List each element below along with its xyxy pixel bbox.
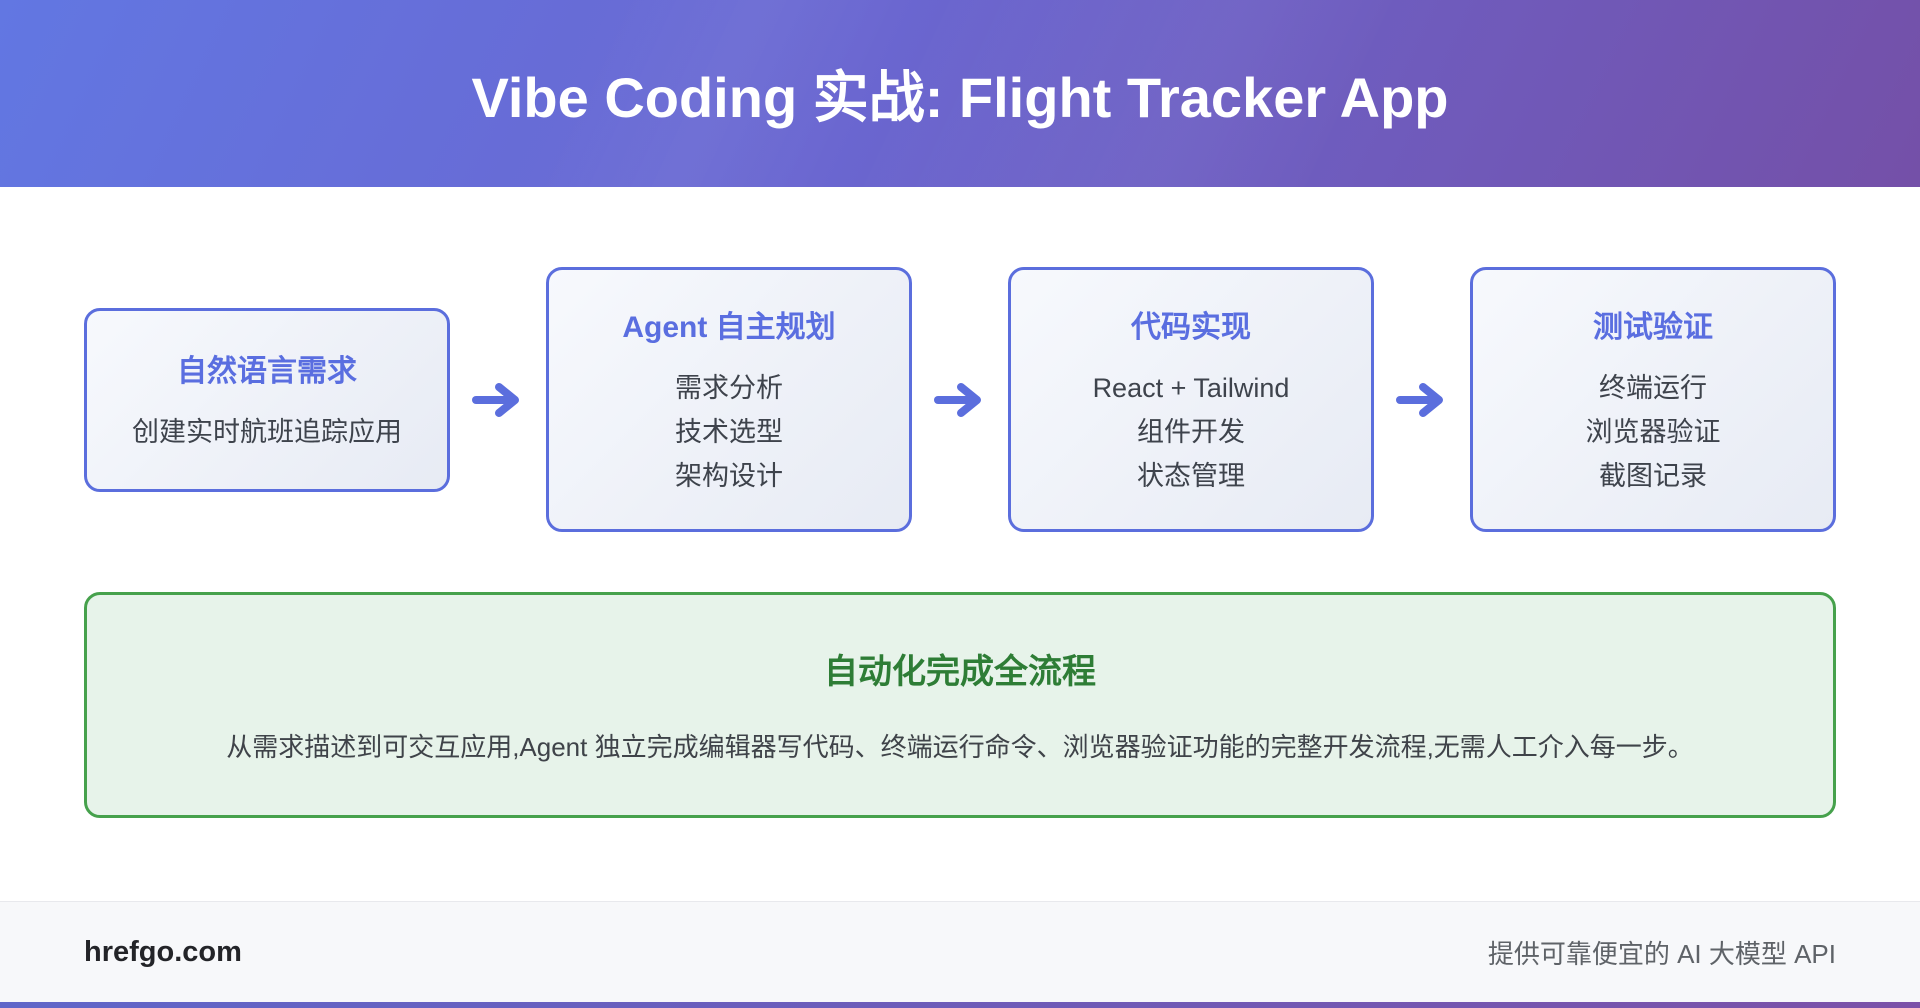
step-item: 终端运行 xyxy=(1599,372,1707,403)
step-item: 组件开发 xyxy=(1136,416,1245,447)
step-item: 截图记录 xyxy=(1599,460,1707,491)
step-item: 需求分析 xyxy=(675,372,783,403)
step-item: React + Tailwind xyxy=(1092,372,1290,403)
footer-accent-strip xyxy=(0,1002,1920,1008)
summary-panel: 自动化完成全流程 从需求描述到可交互应用,Agent 独立完成编辑器写代码、终端… xyxy=(84,592,1836,818)
footer: hrefgo.com 提供可靠便宜的 AI 大模型 API xyxy=(0,901,1920,1008)
arrow-right-icon xyxy=(932,380,988,420)
step-title: 测试验证 xyxy=(1593,310,1713,344)
step-items: React + Tailwind 组件开发状态管理 xyxy=(1093,366,1290,498)
summary-title: 自动化完成全流程 xyxy=(824,652,1096,691)
step-items: 创建实时航班追踪应用 xyxy=(132,410,402,454)
step-card-1: 自然语言需求创建实时航班追踪应用 xyxy=(84,307,450,492)
arrow-right-icon xyxy=(470,380,526,420)
step-item: 浏览器验证 xyxy=(1585,416,1721,447)
step-items: 需求分析技术选型架构设计 xyxy=(675,366,783,498)
step-card-4: 测试验证终端运行浏览器验证截图记录 xyxy=(1470,267,1836,532)
arrow-right-icon xyxy=(1394,380,1450,420)
header-banner: Vibe Coding 实战: Flight Tracker App xyxy=(0,0,1920,187)
step-card-3: 代码实现 React + Tailwind 组件开发状态管理 xyxy=(1008,267,1374,532)
step-item: 架构设计 xyxy=(675,460,783,491)
step-items: 终端运行浏览器验证截图记录 xyxy=(1586,366,1721,498)
footer-brand: hrefgo.com xyxy=(84,935,242,968)
step-title: 代码实现 xyxy=(1131,310,1251,344)
step-item: 技术选型 xyxy=(675,416,783,447)
footer-tagline: 提供可靠便宜的 AI 大模型 API xyxy=(1487,938,1836,969)
step-item: 创建实时航班追踪应用 xyxy=(132,416,402,447)
step-item: 状态管理 xyxy=(1136,460,1245,491)
step-title: Agent 自主规划 xyxy=(622,310,836,344)
summary-description: 从需求描述到可交互应用,Agent 独立完成编辑器写代码、终端运行命令、浏览器验… xyxy=(226,731,1694,762)
step-title: 自然语言需求 xyxy=(177,354,357,388)
step-card-2: Agent 自主规划需求分析技术选型架构设计 xyxy=(546,267,912,532)
page-title: Vibe Coding 实战: Flight Tracker App xyxy=(471,66,1449,129)
